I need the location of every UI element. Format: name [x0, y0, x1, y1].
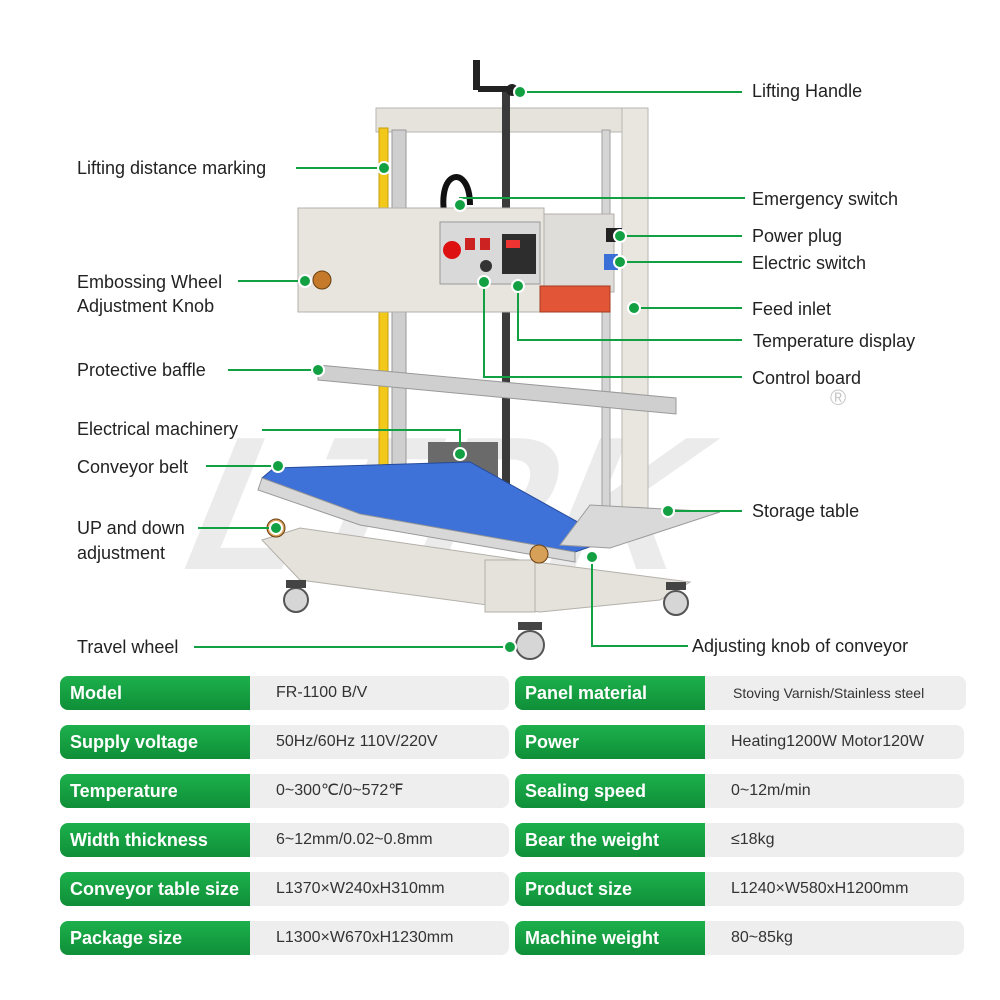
callout-lifting-handle: Lifting Handle	[752, 81, 863, 101]
callout-feed-inlet: Feed inlet	[752, 299, 832, 319]
callout-power-plug: Power plug	[752, 226, 843, 246]
spec-label: Power	[515, 725, 715, 759]
spec-value: 6~12mm/0.02~0.8mm	[250, 823, 509, 857]
callout-protective-baffle: Protective baffle	[77, 360, 206, 380]
spec-label: Temperature	[60, 774, 260, 808]
spec-value: ≤18kg	[705, 823, 964, 857]
spec-value: Stoving Varnish/Stainless steel	[705, 676, 966, 710]
callout-electric-switch: Electric switch	[752, 253, 867, 273]
registered-mark: ®	[830, 385, 847, 410]
spec-value: 80~85kg	[705, 921, 964, 955]
callout-electrical-machinery: Electrical machinery	[77, 419, 239, 439]
spec-value: 50Hz/60Hz 110V/220V	[250, 725, 509, 759]
spec-value: L1370×W240xH310mm	[250, 872, 509, 906]
spec-label: Supply voltage	[60, 725, 260, 759]
sealer-machine-illustration	[194, 60, 745, 660]
spec-value: 0~12m/min	[705, 774, 964, 808]
callout-embossing-wheel-line1: Embossing Wheel	[77, 272, 223, 292]
callout-lifting-distance-marking: Lifting distance marking	[77, 158, 267, 178]
spec-label: Package size	[60, 921, 260, 955]
callout-travel-wheel: Travel wheel	[77, 637, 179, 657]
spec-label: Width thickness	[60, 823, 260, 857]
spec-label: Bear the weight	[515, 823, 715, 857]
callout-up-down-line2: adjustment	[77, 543, 166, 563]
spec-value: FR-1100 B/V	[250, 676, 509, 710]
callout-adjusting-knob-conveyor: Adjusting knob of conveyor	[692, 636, 909, 656]
spec-value: L1240×W580xH1200mm	[705, 872, 964, 906]
spec-label: Panel material	[515, 676, 715, 710]
callout-embossing-wheel-line2: Adjustment Knob	[77, 296, 215, 316]
spec-value: 0~300℃/0~572℉	[250, 774, 509, 808]
callout-up-down-line1: UP and down	[77, 518, 185, 538]
spec-label: Sealing speed	[515, 774, 715, 808]
callout-conveyor-belt: Conveyor belt	[77, 457, 189, 477]
spec-label: Product size	[515, 872, 715, 906]
spec-value: L1300×W670xH1230mm	[250, 921, 509, 955]
spec-label: Conveyor table size	[60, 872, 260, 906]
spec-value: Heating1200W Motor120W	[705, 725, 964, 759]
machine-diagram: LTPK ®	[77, 60, 916, 660]
callout-storage-table: Storage table	[752, 501, 860, 521]
callout-emergency-switch: Emergency switch	[752, 189, 899, 209]
spec-label: Machine weight	[515, 921, 715, 955]
callout-control-board: Control board	[752, 368, 862, 388]
callout-temperature-display: Temperature display	[753, 331, 916, 351]
spec-label: Model	[60, 676, 260, 710]
